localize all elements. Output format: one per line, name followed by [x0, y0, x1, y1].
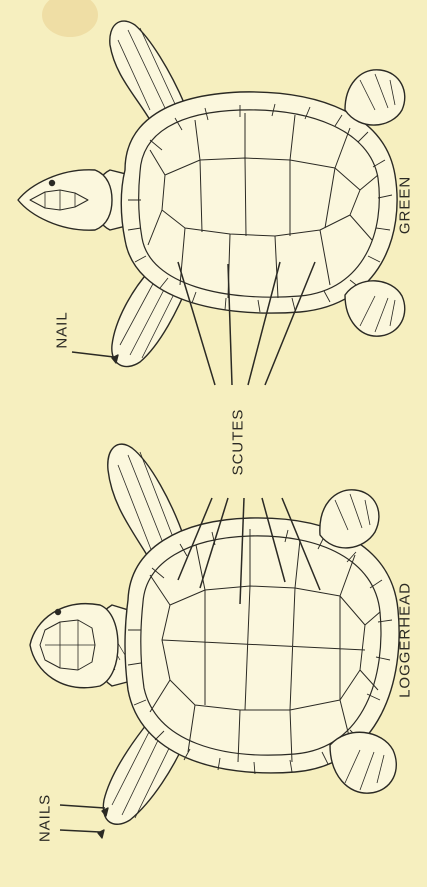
green-rear-flipper-upper [345, 70, 405, 125]
green-turtle-label: GREEN [397, 176, 414, 234]
loggerhead-turtle-label: LOGGERHEAD [397, 582, 414, 698]
paper-stain [42, 0, 98, 37]
loggerhead-rear-flipper-upper [320, 490, 379, 548]
nail-leader-line [72, 352, 114, 357]
loggerhead-head [30, 604, 118, 688]
nails-leader-line-2 [60, 830, 100, 832]
loggerhead-nail-markers [98, 808, 108, 838]
loggerhead-rear-flipper-lower [330, 732, 396, 793]
green-rear-flipper-lower [345, 281, 405, 336]
nails-label: NAILS [37, 794, 54, 842]
nails-leader-line-1 [60, 805, 105, 808]
scutes-label: SCUTES [230, 409, 247, 476]
green-turtle-drawing [18, 21, 405, 366]
nail-label: NAIL [54, 311, 71, 348]
loggerhead-turtle-drawing [30, 444, 399, 838]
green-head [18, 170, 112, 230]
